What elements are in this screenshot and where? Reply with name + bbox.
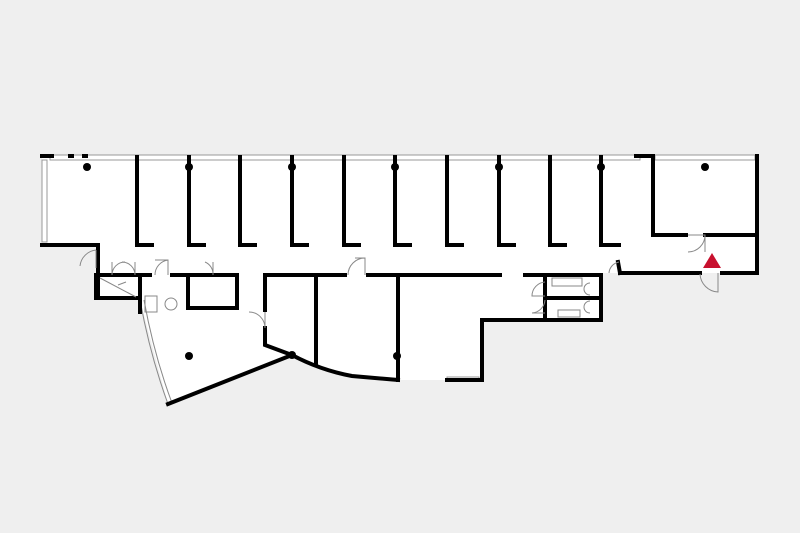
doors [79,234,719,329]
column-dot-icon [701,163,709,171]
column-dot-icon [185,163,193,171]
column-dot-icon [288,351,296,359]
column-dot-icon [288,163,296,171]
you-are-here-triangle-icon [703,253,721,268]
column-dot-icon [393,352,401,360]
column-dot-icon [495,163,503,171]
columns [83,163,709,360]
walls [40,154,759,407]
column-dot-icon [391,163,399,171]
column-dot-icon [185,352,193,360]
column-dot-icon [83,163,91,171]
column-dot-icon [597,163,605,171]
